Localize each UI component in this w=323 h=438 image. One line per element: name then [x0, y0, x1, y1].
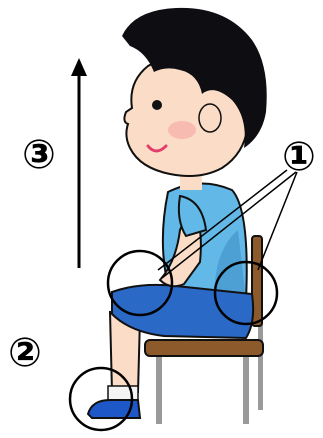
marker-one: ①	[282, 134, 316, 180]
upward-arrow-icon	[71, 58, 87, 268]
marker-two: ②	[8, 330, 42, 376]
marker-three: ③	[22, 132, 56, 178]
